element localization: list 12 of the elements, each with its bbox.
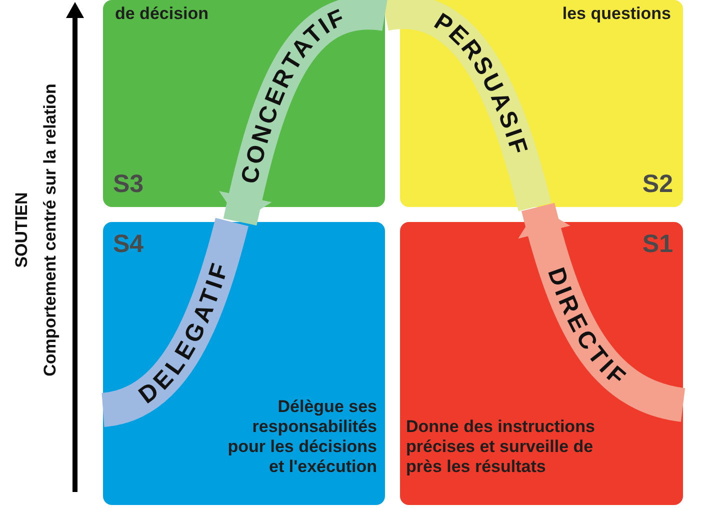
quadrant-code: S1 xyxy=(642,230,673,259)
quadrant-panel xyxy=(400,222,683,505)
quadrant-code: S2 xyxy=(642,170,673,199)
quadrant-description: les questions xyxy=(562,4,671,24)
quadrant-code: S4 xyxy=(113,230,144,259)
quadrant-code: S3 xyxy=(113,170,144,199)
quadrant-description: de décision xyxy=(115,4,209,24)
quadrant-description: Donne des instructions précises et surveille de près les résultats xyxy=(406,417,596,477)
axis-title: SOUTIEN xyxy=(12,192,32,268)
curved-arrow xyxy=(518,202,686,422)
axis-label: Comportement centré sur la relation xyxy=(40,84,60,376)
quadrant-description: Délègue ses responsabilités pour les décisions et l'exécution xyxy=(227,397,377,477)
